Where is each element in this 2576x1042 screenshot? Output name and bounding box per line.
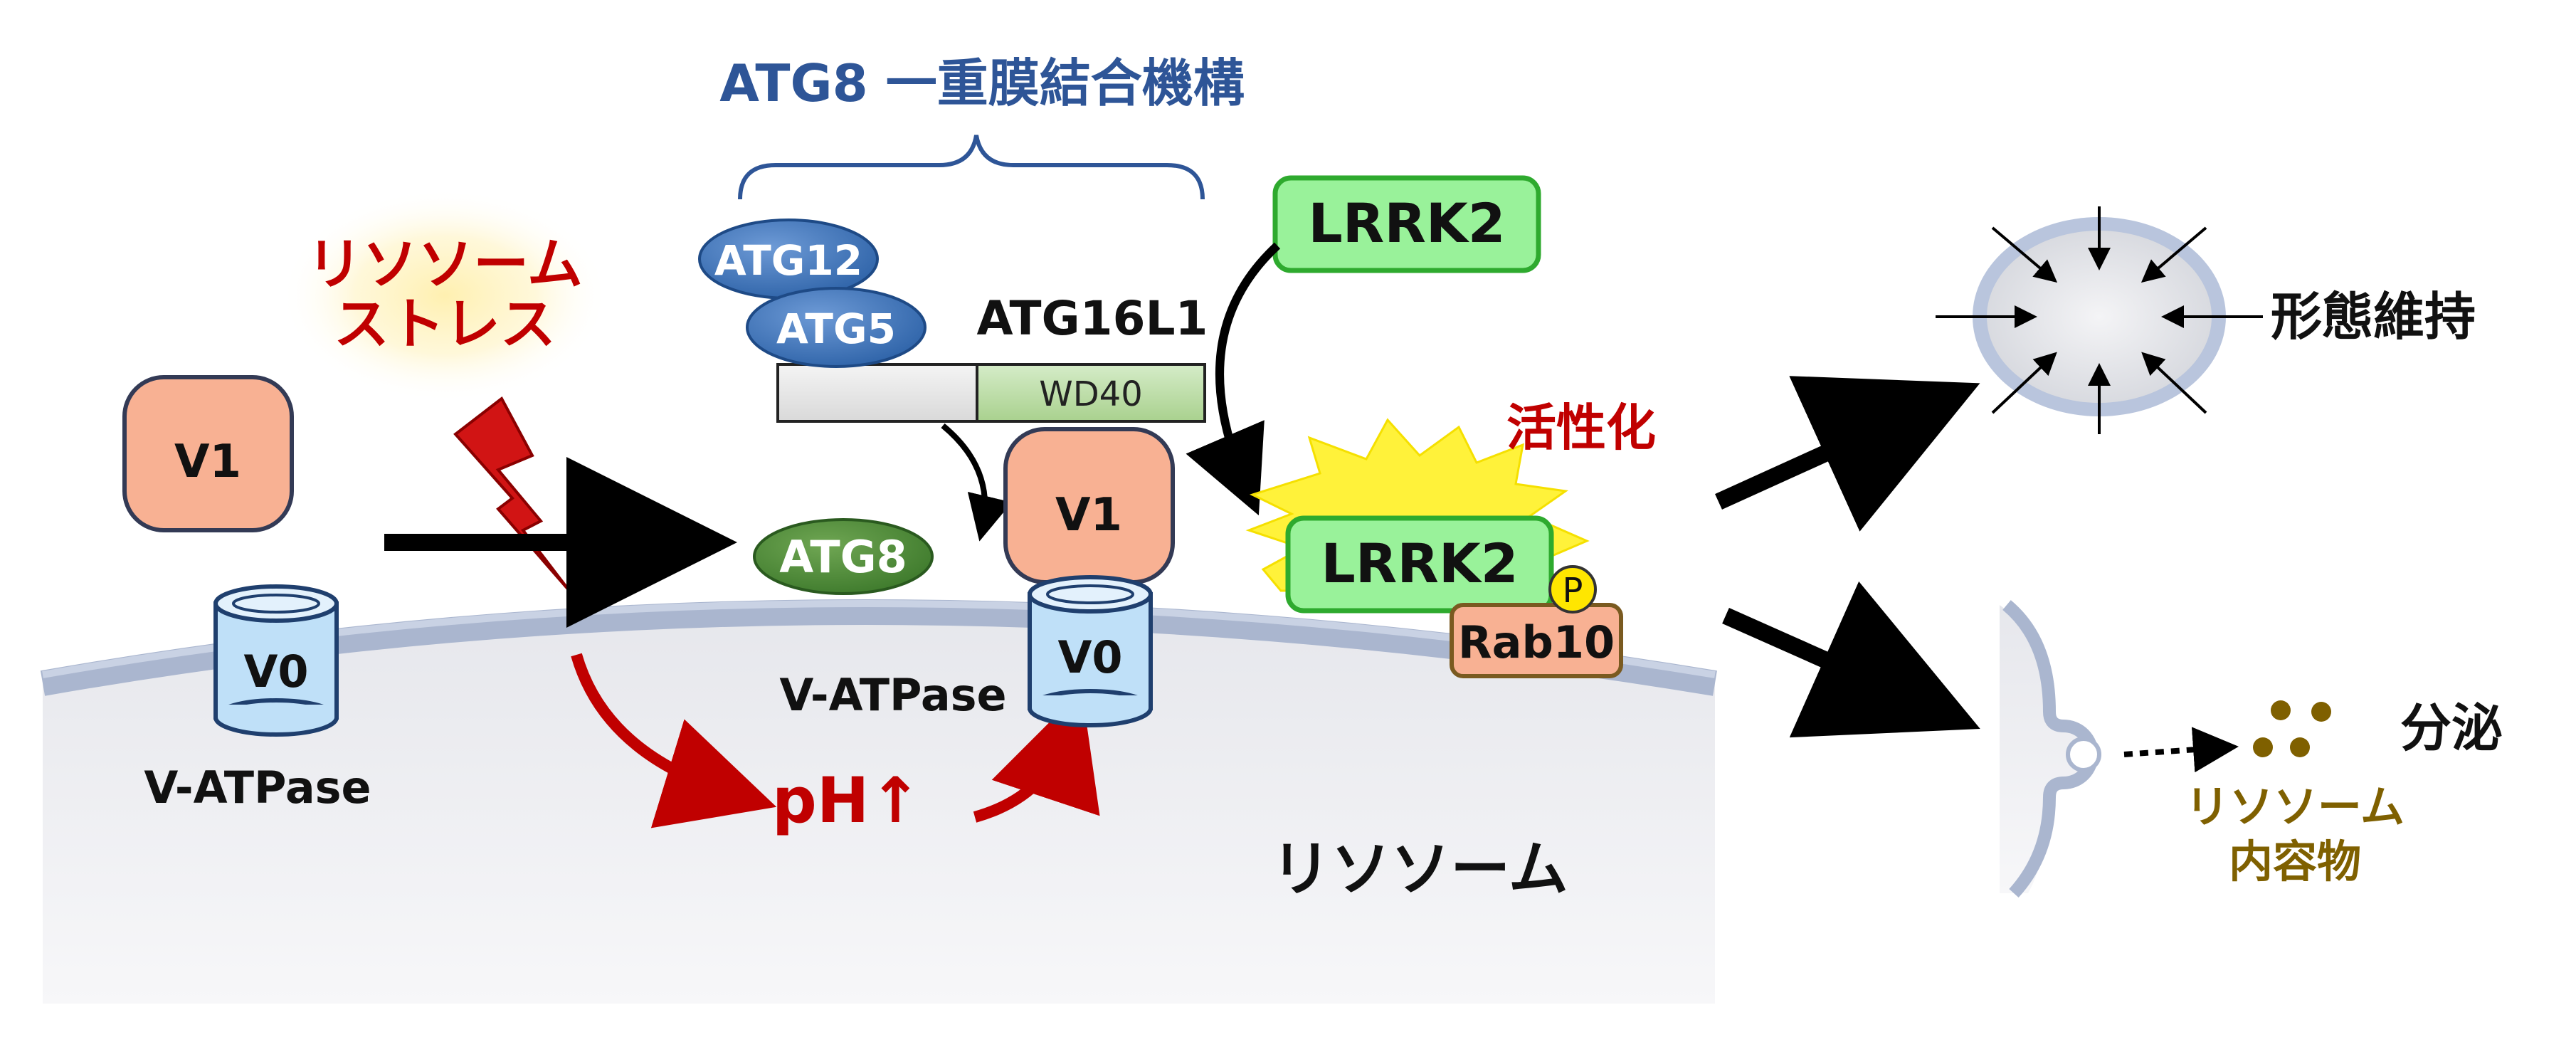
complex-title: ATG8 一重膜結合機構 [719, 53, 1245, 113]
rab10-box [1450, 603, 1623, 678]
arrow-to-secretion [1722, 581, 1980, 738]
v0-left-label: V0 [243, 646, 308, 698]
lrrk2-top-label: LRRK2 [1308, 191, 1505, 255]
lrrk2-recruit-arrow [1186, 242, 1281, 516]
phospho-label: P [1563, 571, 1583, 611]
lightning-icon [453, 396, 571, 592]
atg5-label: ATG5 [776, 305, 896, 353]
atg8-label: ATG8 [779, 531, 907, 583]
lrrk2-active-label: LRRK2 [1321, 532, 1518, 595]
stress-label-line1: リソソーム [307, 233, 583, 297]
v1-left-label: V1 [174, 436, 241, 488]
v0-left [213, 584, 339, 737]
atg16l1-label: ATG16L1 [977, 291, 1208, 346]
atg5-oval [746, 287, 927, 368]
complex-brace [738, 135, 1205, 200]
atg8-oval [753, 518, 934, 595]
morphology-label: 形態維持 [2271, 287, 2476, 347]
vatpase-left-label: V-ATPase [144, 762, 371, 814]
wd40-to-atg8-arrow [941, 423, 1013, 542]
contents-label-line1: リソソーム [2185, 781, 2405, 833]
secretion-membrane-fill [2000, 605, 2089, 893]
lrrk2-active-box [1285, 515, 1554, 614]
compression-arrows [1936, 206, 2263, 434]
ph-label: pH↑ [772, 764, 922, 837]
secretion-label: 分泌 [2400, 698, 2503, 758]
lysosome-content-dots [2253, 700, 2331, 757]
rab10-label: Rab10 [1458, 616, 1615, 668]
stress-glow [281, 189, 608, 402]
atg12-label: ATG12 [714, 236, 862, 285]
v1-center-label: V1 [1055, 489, 1122, 542]
v1-left [122, 375, 294, 532]
lrrk2-top-box [1272, 175, 1541, 273]
v0-center-label: V0 [1057, 631, 1122, 683]
ph-arrow-out [973, 690, 1100, 823]
lysosome-label: リソソーム [1271, 834, 1568, 904]
v0-center [1028, 575, 1153, 727]
activation-label: 活性化 [1506, 399, 1656, 457]
secretory-vesicle [2066, 737, 2101, 772]
lysosome-lumen [43, 612, 1715, 1004]
secretion-dotted-arrow [2123, 727, 2239, 773]
wd40-domain [976, 363, 1206, 423]
arrow-to-morphology [1715, 376, 1980, 532]
vatpase-center-label: V-ATPase [779, 669, 1006, 721]
phospho-badge [1548, 565, 1597, 614]
contents-label-line2: 内容物 [2229, 836, 2361, 888]
stress-label-line2: ストレス [334, 293, 556, 357]
wd40-label: WD40 [1039, 374, 1143, 414]
ph-arrow-in [571, 653, 777, 828]
